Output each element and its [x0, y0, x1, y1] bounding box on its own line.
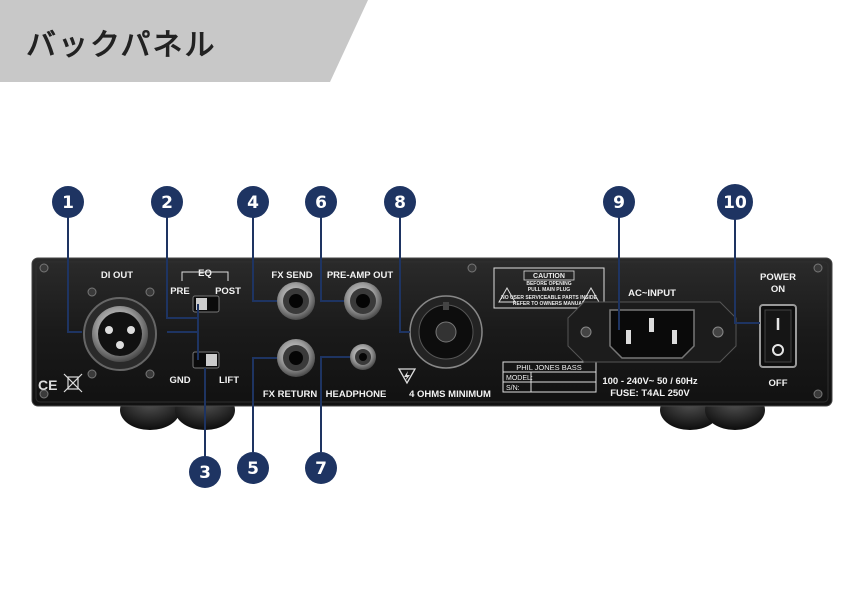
voltage-label: 100 - 240V~ 50 / 60Hz — [602, 376, 698, 387]
svg-text:10: 10 — [723, 193, 747, 213]
headphone-jack[interactable] — [350, 344, 376, 370]
badge-4: 4 — [237, 186, 269, 218]
pre-label: PRE — [170, 286, 190, 297]
power-on-label: ON — [771, 284, 785, 295]
model-label: MODEL: — [506, 375, 533, 382]
caution-title: CAUTION — [533, 273, 565, 280]
caution-sticker: CAUTION BEFORE OPENING PULL MAIN PLUG NO… — [493, 267, 605, 309]
caution-line-1: BEFORE OPENING — [526, 281, 571, 287]
power-switch[interactable] — [759, 304, 797, 368]
svg-text:3: 3 — [199, 463, 211, 483]
ground-lift-switch[interactable] — [192, 351, 220, 369]
speakon-output-connector[interactable] — [409, 295, 483, 369]
power-off-label: OFF — [769, 378, 788, 389]
badge-1: 1 — [52, 186, 84, 218]
page-title: バックパネル — [26, 28, 217, 63]
serial-label: S/N: — [506, 385, 520, 392]
fuse-label: FUSE: T4AL 250V — [610, 388, 690, 399]
fx-send-jack[interactable] — [277, 282, 315, 320]
model-plate: PHIL JONES BASS MODEL: S/N: — [502, 361, 597, 393]
svg-text:7: 7 — [315, 459, 327, 479]
headphone-label: HEADPHONE — [326, 389, 387, 400]
pre-amp-out-label: PRE-AMP OUT — [327, 270, 394, 281]
badge-8: 8 — [384, 186, 416, 218]
fx-send-label: FX SEND — [271, 270, 312, 281]
di-out-xlr-connector[interactable] — [83, 297, 157, 371]
badge-7: 7 — [305, 452, 337, 484]
weee-bin-icon — [63, 373, 83, 393]
ac-inlet-connector[interactable] — [567, 301, 737, 363]
caution-line-4: REFER TO OWNERS MANUAL — [513, 301, 585, 307]
fx-return-jack[interactable] — [277, 339, 315, 377]
badge-5: 5 — [237, 452, 269, 484]
svg-text:6: 6 — [315, 193, 327, 213]
badge-2: 2 — [151, 186, 183, 218]
ac-input-label: AC~INPUT — [628, 288, 676, 299]
caution-line-3: NO USER SERVICEABLE PARTS INSIDE — [501, 295, 597, 301]
ce-mark: CE — [38, 377, 57, 393]
badge-3: 3 — [189, 456, 221, 488]
svg-text:2: 2 — [161, 193, 173, 213]
lift-label: LIFT — [219, 375, 239, 386]
eq-pre-post-switch[interactable] — [192, 295, 220, 313]
di-out-label: DI OUT — [101, 270, 133, 281]
power-label: POWER — [760, 272, 796, 283]
high-voltage-warning-icon — [397, 368, 417, 385]
svg-text:4: 4 — [247, 193, 259, 213]
brand-label: PHIL JONES BASS — [516, 363, 582, 372]
pre-amp-out-jack[interactable] — [344, 282, 382, 320]
eq-label: EQ — [198, 268, 212, 279]
svg-text:5: 5 — [247, 459, 259, 479]
ohms-label: 4 OHMS MINIMUM — [409, 389, 491, 400]
svg-text:9: 9 — [613, 193, 625, 213]
badge-9: 9 — [603, 186, 635, 218]
svg-text:8: 8 — [394, 193, 406, 213]
badge-10: 10 — [717, 184, 753, 220]
badge-6: 6 — [305, 186, 337, 218]
caution-line-2: PULL MAIN PLUG — [528, 287, 571, 293]
post-label: POST — [215, 286, 241, 297]
leader-lines — [67, 216, 760, 458]
fx-return-label: FX RETURN — [263, 389, 318, 400]
screws — [39, 263, 823, 399]
svg-text:1: 1 — [62, 193, 74, 213]
gnd-label: GND — [169, 375, 190, 386]
